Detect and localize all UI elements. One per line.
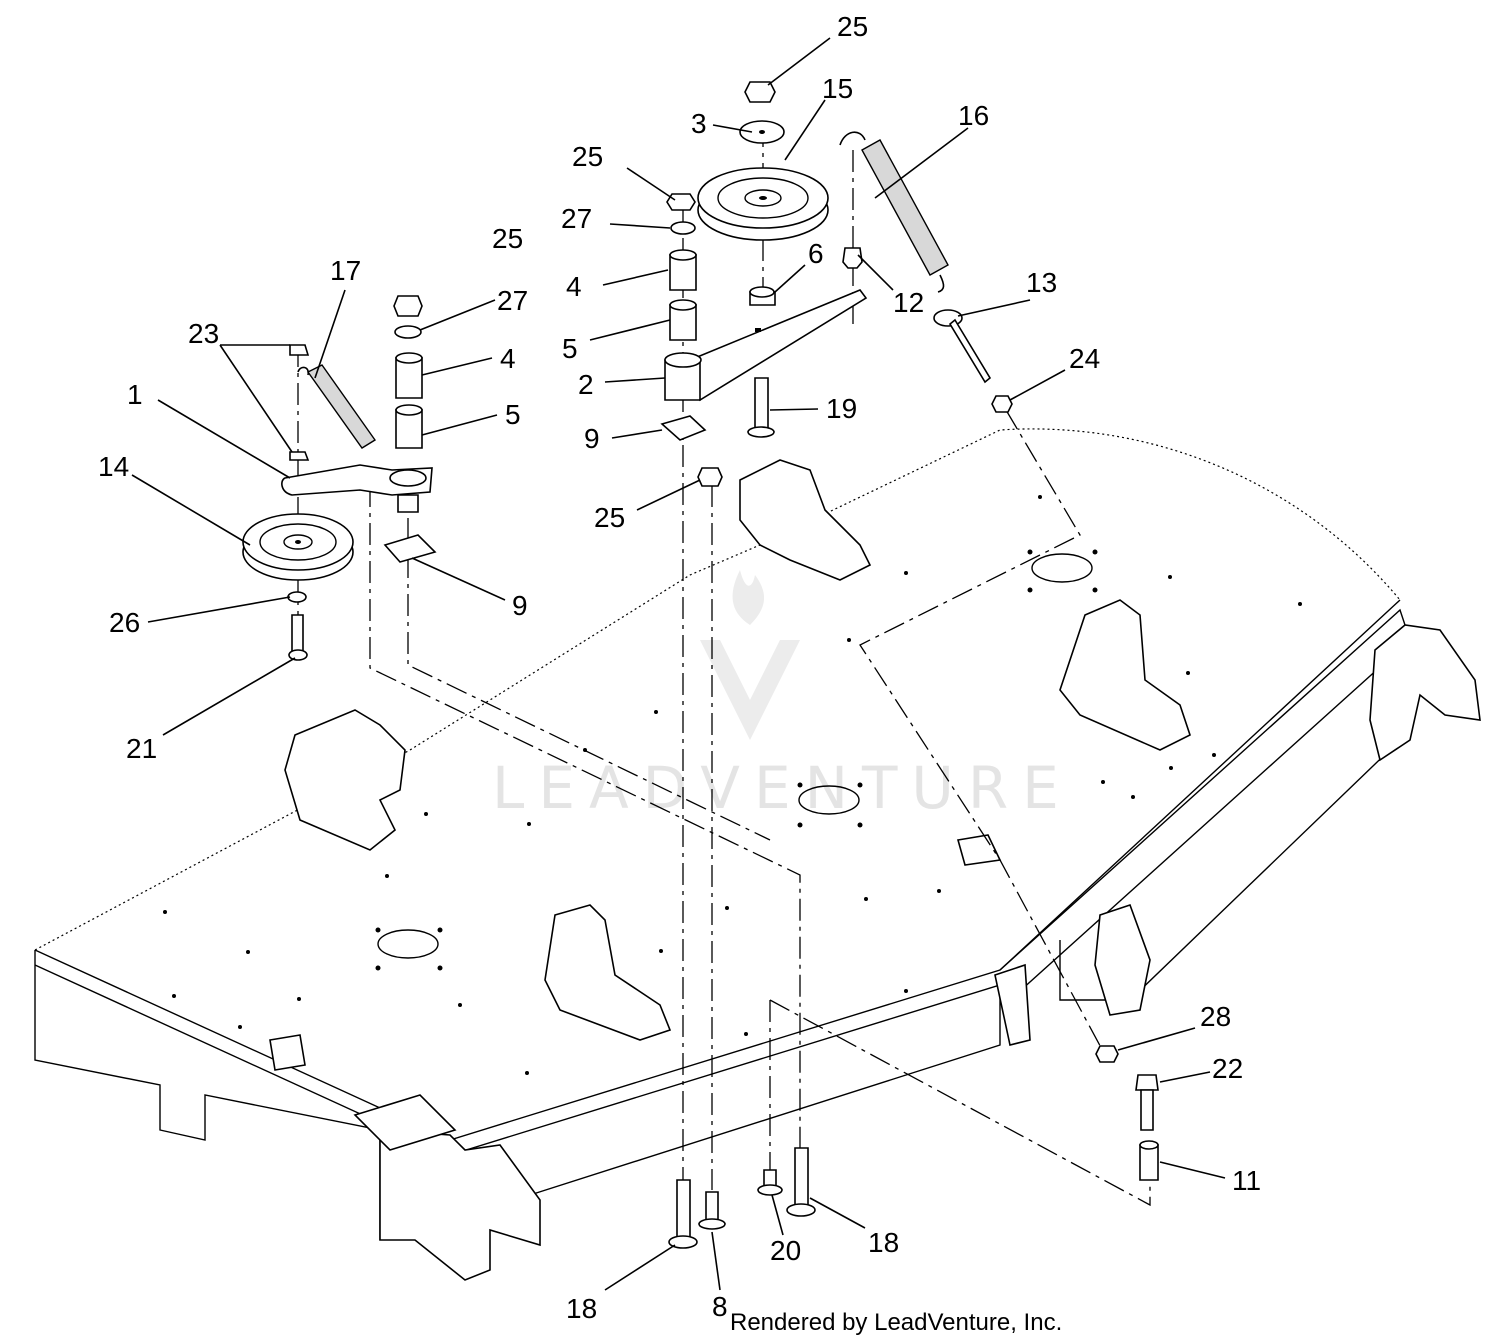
nut-28	[1095, 1045, 1119, 1063]
callout-25: 25	[837, 11, 868, 42]
callout-18: 18	[566, 1293, 597, 1324]
watermark-text: LEADVENTURE	[492, 754, 1073, 822]
callout-5: 5	[505, 399, 521, 430]
callout-12: 12	[893, 287, 924, 318]
bolt-22	[1135, 1074, 1159, 1131]
pulley-14	[242, 513, 354, 581]
callout-13: 13	[1026, 267, 1057, 298]
callout-25: 25	[492, 223, 523, 254]
callout-15: 15	[822, 73, 853, 104]
bolt-23-top	[289, 344, 310, 356]
callout-25: 25	[594, 502, 625, 533]
washer-27-left	[394, 325, 422, 339]
callout-23: 23	[188, 318, 219, 349]
callout-24: 24	[1069, 343, 1100, 374]
bolt-18-right	[786, 1147, 816, 1217]
callout-22: 22	[1212, 1053, 1243, 1084]
callouts: 25 15 3 16 25 27 6 4 12 13 5 24 2 19 9 2…	[98, 11, 1261, 1324]
credit-text: Rendered by LeadVenture, Inc.	[730, 1309, 1062, 1336]
callout-11: 11	[1232, 1165, 1261, 1196]
callout-5: 5	[562, 333, 578, 364]
callout-14: 14	[98, 451, 129, 482]
nut-25-top	[744, 81, 776, 103]
washer-27-top	[670, 221, 696, 235]
callout-27: 27	[497, 285, 528, 316]
bolt-12	[842, 247, 863, 269]
callout-3: 3	[691, 108, 707, 139]
bottom-hardware	[668, 1045, 1159, 1249]
callout-28: 28	[1200, 1001, 1231, 1032]
pulley-15	[697, 167, 829, 241]
plate-9-center	[660, 415, 707, 441]
spacer-11	[1139, 1140, 1159, 1181]
callout-4: 4	[566, 271, 582, 302]
spring-16	[839, 131, 949, 293]
bolt-20	[757, 1169, 783, 1196]
callout-8: 8	[712, 1291, 728, 1322]
callout-9: 9	[584, 423, 600, 454]
watermark: LEADVENTURE	[492, 570, 1073, 822]
washer-26	[287, 591, 307, 603]
callout-19: 19	[826, 393, 857, 424]
bolt-21	[288, 614, 308, 661]
plate-9-left	[383, 534, 437, 563]
bolt-18-left	[668, 1179, 698, 1249]
nut-24	[991, 395, 1013, 413]
nut-25-left	[666, 193, 696, 211]
callout-21: 21	[126, 733, 157, 764]
nut-23	[289, 451, 310, 461]
callout-2: 2	[578, 369, 594, 400]
idler-arm-1	[281, 464, 433, 496]
spring-17	[297, 364, 377, 449]
nut-25-lower	[697, 467, 723, 487]
callout-25: 25	[572, 141, 603, 172]
bolt-19	[747, 377, 775, 438]
center-idler-assembly	[660, 81, 1151, 1207]
callout-18: 18	[868, 1227, 899, 1258]
callout-27: 27	[561, 203, 592, 234]
callout-6: 6	[808, 238, 824, 269]
idler-arm-2	[664, 289, 868, 402]
mower-deck	[34, 428, 1481, 1281]
bolt-8	[698, 1191, 726, 1230]
callout-17: 17	[330, 255, 361, 286]
nut-25-left-stack	[393, 295, 423, 317]
callout-1: 1	[127, 379, 143, 410]
callout-20: 20	[770, 1235, 801, 1266]
left-idler-assembly	[242, 295, 801, 1165]
callout-4: 4	[500, 343, 516, 374]
callout-16: 16	[958, 100, 989, 131]
callout-9: 9	[512, 590, 528, 621]
pin-13	[933, 309, 992, 384]
spacer-4-left	[395, 357, 423, 399]
callout-26: 26	[109, 607, 140, 638]
leader-lines	[131, 37, 1226, 1291]
